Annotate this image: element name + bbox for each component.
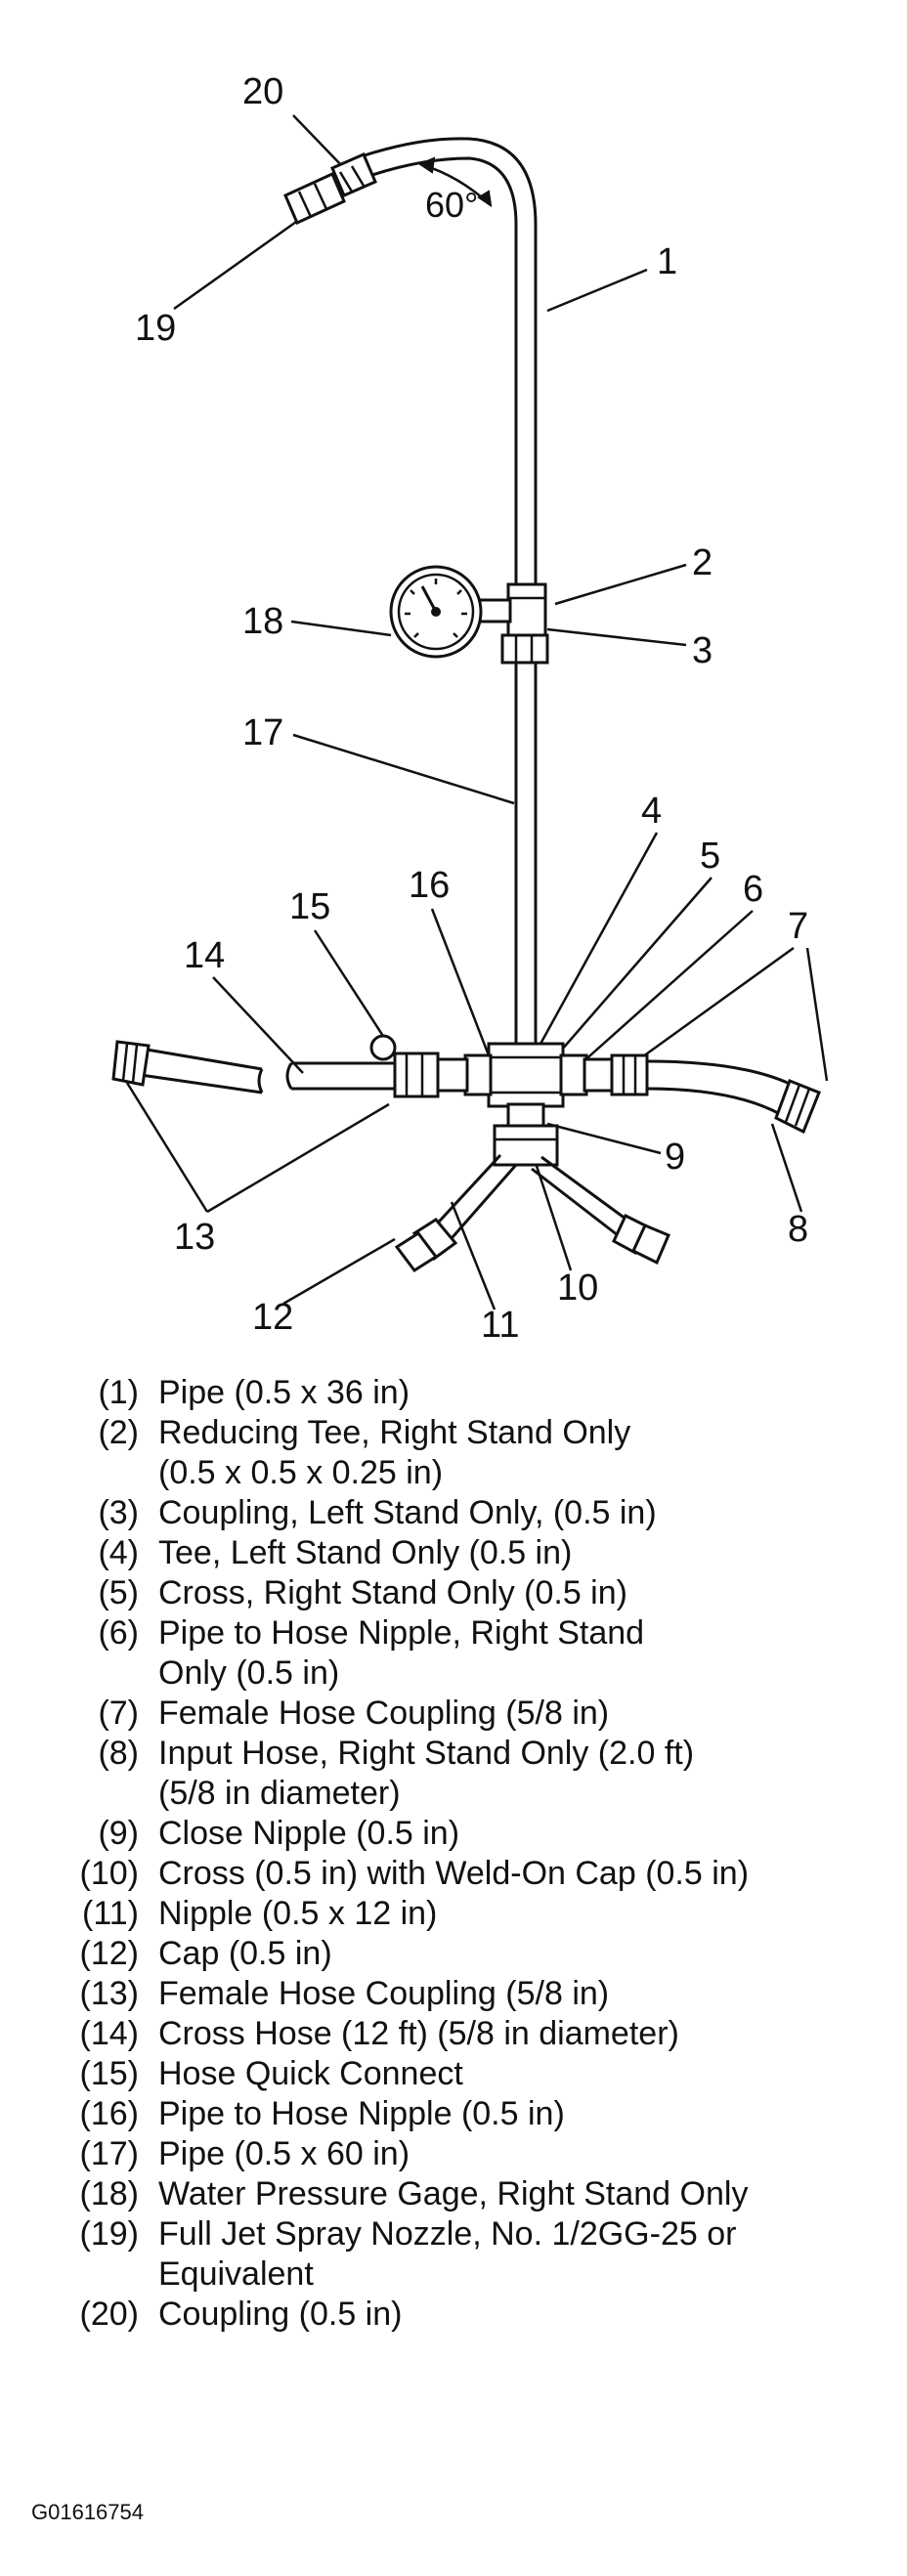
- legend-text: Nipple (0.5 x 12 in): [158, 1895, 438, 1932]
- legend-item: (14) Cross Hose (12 ft) (5/8 in diameter): [29, 2014, 899, 2054]
- legend-item: (15) Hose Quick Connect: [29, 2054, 899, 2094]
- legend-number: (11): [82, 1895, 139, 1932]
- callout-12: 12: [252, 1297, 293, 1338]
- legend-number: (9): [98, 1815, 139, 1852]
- legend-item: (3) Coupling, Left Stand Only, (0.5 in): [29, 1493, 899, 1533]
- legend-text: Water Pressure Gage, Right Stand Only: [158, 2175, 749, 2212]
- legend-text: Full Jet Spray Nozzle, No. 1/2GG-25 or E…: [158, 2215, 737, 2293]
- legend-number: (17): [79, 2135, 139, 2172]
- legend-text: Cross Hose (12 ft) (5/8 in diameter): [158, 2015, 679, 2052]
- legend-number: (12): [79, 1935, 139, 1972]
- callout-8: 8: [788, 1209, 808, 1250]
- legend-text: Reducing Tee, Right Stand Only (0.5 x 0.…: [158, 1414, 631, 1491]
- legend-number: (4): [98, 1534, 139, 1571]
- legend-number: (16): [79, 2095, 139, 2132]
- legend-item: (19) Full Jet Spray Nozzle, No. 1/2GG-25 …: [29, 2214, 899, 2295]
- pressure-gauge: [389, 565, 512, 659]
- cross-hub: [463, 1042, 588, 1108]
- legend-number: (14): [79, 2015, 139, 2052]
- legend-text: Cross, Right Stand Only (0.5 in): [158, 1574, 627, 1611]
- callout-14: 14: [184, 935, 225, 976]
- legend-number: (13): [79, 1975, 139, 2012]
- callout-7: 7: [788, 906, 808, 947]
- legend-number: (10): [79, 1855, 139, 1892]
- legend-text: Pipe (0.5 x 60 in): [158, 2135, 410, 2172]
- callout-19: 19: [135, 308, 176, 349]
- legend-item: (16) Pipe to Hose Nipple (0.5 in): [29, 2094, 899, 2134]
- legend-item: (8) Input Hose, Right Stand Only (2.0 ft)…: [29, 1734, 899, 1814]
- legend-number: (1): [98, 1374, 139, 1411]
- right-hose-assembly: [583, 1053, 821, 1135]
- angle-label: 60°: [425, 185, 478, 225]
- legend-number: (6): [98, 1614, 139, 1652]
- legend-text: Female Hose Coupling (5/8 in): [158, 1975, 610, 2012]
- legend-text: Pipe to Hose Nipple (0.5 in): [158, 2095, 565, 2132]
- legend-text: Input Hose, Right Stand Only (2.0 ft) (5…: [158, 1735, 695, 1812]
- legend-item: (9) Close Nipple (0.5 in): [29, 1814, 899, 1854]
- legend-item: (18) Water Pressure Gage, Right Stand Onl…: [29, 2174, 899, 2214]
- callout-13: 13: [174, 1217, 215, 1258]
- legend-item: (1) Pipe (0.5 x 36 in): [29, 1373, 899, 1413]
- legend-item: (5) Cross, Right Stand Only (0.5 in): [29, 1573, 899, 1613]
- callout-11: 11: [481, 1305, 519, 1346]
- legend-number: (3): [98, 1494, 139, 1531]
- callout-15: 15: [289, 886, 330, 927]
- legend-text: Female Hose Coupling (5/8 in): [158, 1695, 610, 1732]
- legend-text: Tee, Left Stand Only (0.5 in): [158, 1534, 573, 1571]
- legend-text: Cap (0.5 in): [158, 1935, 332, 1972]
- callout-4: 4: [641, 791, 662, 832]
- left-hose-assembly: [111, 1034, 469, 1098]
- legend-item: (6) Pipe to Hose Nipple, Right Stand Only…: [29, 1613, 899, 1694]
- figure-id: G01616754: [31, 2500, 144, 2524]
- lower-pipe: [514, 663, 538, 1046]
- legend-text: Close Nipple (0.5 in): [158, 1815, 460, 1852]
- legend-number: (15): [79, 2055, 139, 2092]
- legend-number: (8): [98, 1735, 139, 1772]
- legend-item: (13) Female Hose Coupling (5/8 in): [29, 1974, 899, 2014]
- legend-item: (4) Tee, Left Stand Only (0.5 in): [29, 1533, 899, 1573]
- legend-item: (11) Nipple (0.5 x 12 in): [29, 1894, 899, 1934]
- legend-text: Hose Quick Connect: [158, 2055, 463, 2092]
- legend-number: (20): [79, 2296, 139, 2333]
- leader-lines: [125, 114, 829, 1310]
- legend-number: (5): [98, 1574, 139, 1611]
- callout-10: 10: [557, 1267, 598, 1309]
- callout-9: 9: [665, 1137, 685, 1178]
- legend-number: (19): [79, 2215, 139, 2253]
- tee-fitting: [500, 582, 549, 665]
- callout-18: 18: [242, 601, 283, 642]
- callout-3: 3: [692, 630, 713, 671]
- legend-text: Pipe to Hose Nipple, Right Stand Only (0…: [158, 1614, 645, 1692]
- legend-number: (7): [98, 1695, 139, 1732]
- callout-17: 17: [242, 712, 283, 753]
- callout-2: 2: [692, 542, 713, 583]
- legend-text: Coupling (0.5 in): [158, 2296, 403, 2333]
- callout-16: 16: [409, 865, 450, 906]
- callout-5: 5: [700, 836, 720, 877]
- callout-20: 20: [242, 71, 283, 112]
- legend-item: (20) Coupling (0.5 in): [29, 2295, 899, 2335]
- legend-text: Coupling, Left Stand Only, (0.5 in): [158, 1494, 657, 1531]
- callout-6: 6: [743, 869, 763, 910]
- assembly-diagram: 20 19 1 2 3 18 17 4 5 6 7 16 15 14 13 12…: [111, 71, 829, 1346]
- legend-item: (2) Reducing Tee, Right Stand Only (0.5 x…: [29, 1413, 899, 1493]
- legend-item: (10) Cross (0.5 in) with Weld-On Cap (0.5…: [29, 1854, 899, 1894]
- nozzle-assembly: [283, 152, 377, 226]
- callout-1: 1: [657, 241, 677, 282]
- legend-text: Cross (0.5 in) with Weld-On Cap (0.5 in): [158, 1855, 750, 1892]
- upper-pipe: [361, 137, 538, 586]
- legend-item: (17) Pipe (0.5 x 60 in): [29, 2134, 899, 2174]
- parts-legend: (1) Pipe (0.5 x 36 in) (2) Reducing Tee, Ri…: [29, 1373, 899, 2335]
- lower-legs: [394, 1102, 670, 1273]
- legend-item: (7) Female Hose Coupling (5/8 in): [29, 1694, 899, 1734]
- legend-number: (2): [98, 1414, 139, 1451]
- legend-item: (12) Cap (0.5 in): [29, 1934, 899, 1974]
- legend-number: (18): [79, 2175, 139, 2212]
- legend-text: Pipe (0.5 x 36 in): [158, 1374, 410, 1411]
